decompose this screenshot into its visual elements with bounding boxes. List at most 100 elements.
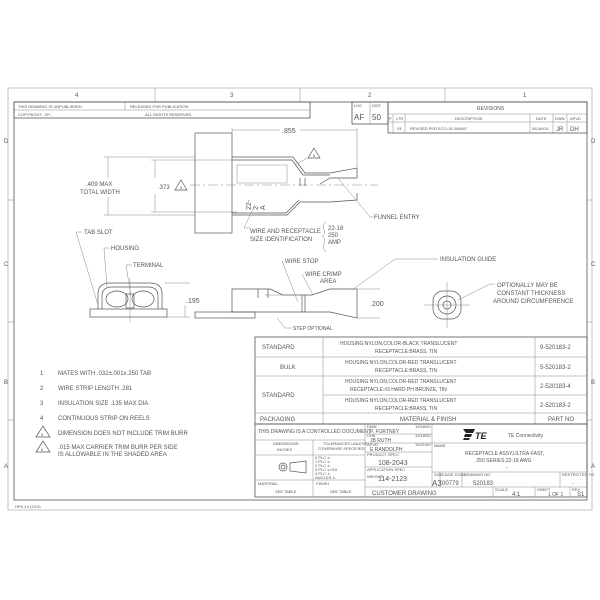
tolerance-row: ANGLES ±- bbox=[315, 475, 337, 480]
rev-label: REV bbox=[572, 487, 581, 492]
table-row: BULK HOUSING:NYLON,COLOR-RED TRANSLUCENT… bbox=[280, 360, 571, 374]
note-ref-6: 6 bbox=[313, 153, 316, 158]
terminal-label: TERMINAL bbox=[133, 263, 164, 269]
optional-note-2: CONSTANT THICKNESS bbox=[497, 291, 565, 297]
rev-header-description: DESCRIPTION bbox=[455, 116, 482, 121]
material-cell: RECEPTACLE:BRASS, TIN bbox=[375, 406, 437, 412]
funnel-entry-label: FUNNEL ENTRY bbox=[374, 215, 420, 221]
zone-col-4: 4 bbox=[75, 93, 79, 99]
zone-col-2: 2 bbox=[368, 93, 372, 99]
loc-label: LOC bbox=[354, 103, 362, 108]
size-value-series: 250 bbox=[328, 233, 339, 239]
drawn-by: P. FORTNEY bbox=[370, 429, 400, 435]
drawing-title-3: - bbox=[506, 465, 508, 471]
note-5-triangle-icon bbox=[35, 425, 51, 438]
parts-table: STANDARD HOUSING:NYLON,COLOR-BLACK TRANS… bbox=[254, 336, 588, 425]
upper-profile bbox=[232, 156, 358, 185]
funnel-end-view: OPTIONALLY MAY BE CONSTANT THICKNESS ARO… bbox=[424, 282, 573, 328]
size-stamp: 22- 2 A bbox=[246, 199, 267, 210]
note-num: 2 bbox=[40, 386, 44, 392]
wire-crimp-area-label: AREA bbox=[320, 279, 336, 285]
drawn-date: 10/18/00 bbox=[415, 424, 431, 429]
part-no-cell: 2-520183-4 bbox=[540, 384, 571, 390]
tolerance-row: 3 PLC ±.010 bbox=[315, 467, 338, 472]
tolerance-row: 0 PLC ±- bbox=[315, 455, 331, 460]
stamp-line-2: 2 bbox=[253, 206, 260, 210]
table-row: HOUSING:NYLON,COLOR-RED TRANSLUCENT RECE… bbox=[345, 398, 571, 412]
optional-note-3: AROUND CIRCUMFERENCE bbox=[493, 299, 573, 305]
approved-by: E RANDOLPH bbox=[370, 447, 403, 453]
part-no-cell: 5-520183-2 bbox=[540, 365, 571, 371]
material-cell: RECEPTACLE:BRASS, TIN bbox=[375, 349, 437, 355]
dim-side: .200 bbox=[370, 301, 384, 308]
zone-ticks bbox=[8, 88, 592, 421]
customer-drawing-label: CUSTOMER DRAWING bbox=[372, 491, 437, 497]
wire-crimp-label: WIRE CRIMP bbox=[305, 272, 342, 278]
table-row: STANDARD HOUSING:NYLON,COLOR-BLACK TRANS… bbox=[262, 341, 571, 355]
scale-value: 4:1 bbox=[512, 492, 521, 498]
zone-row-a-right: A bbox=[591, 464, 595, 470]
optional-note-1: OPTIONALLY MAY BE bbox=[497, 283, 558, 289]
checked-by: JB RUTH bbox=[370, 438, 392, 444]
note-text-cont: IS ALLOWABLE IN THE SHADED AREA bbox=[58, 452, 167, 458]
te-logo: TE bbox=[463, 429, 487, 441]
wire-stop-label: WIRE STOP bbox=[285, 259, 319, 265]
material-cell: RECEPTACLE:BRASS, TIN bbox=[375, 368, 437, 374]
note-num: 4 bbox=[40, 416, 44, 422]
finish-label: FINISH bbox=[316, 481, 329, 486]
packaging-cell: STANDARD bbox=[262, 345, 295, 351]
stamp-line-3: A bbox=[260, 205, 267, 210]
note-num: 3 bbox=[40, 401, 44, 407]
zone-row-d-right: D bbox=[591, 139, 596, 145]
tolerances-label-1: TOLERANCES UNLESS bbox=[323, 441, 367, 446]
rights-note: ALL RIGHTS RESERVED. bbox=[145, 112, 192, 117]
rev-header-p: P bbox=[389, 116, 392, 121]
product-spec-label: PRODUCT SPEC bbox=[367, 452, 399, 457]
rev-date: 06JAN15 bbox=[532, 126, 549, 131]
top-view: .855 .409 MAX TOTAL WIDTH .373 5 6 22- 2… bbox=[80, 128, 420, 253]
restricted-value: - bbox=[572, 481, 574, 487]
size-value-awg: 22-18 bbox=[328, 226, 344, 232]
header-notes-box: THIS DRAWING IS UNPUBLISHED. COPYRIGHT -… bbox=[13, 101, 311, 119]
sheet-value: 1 OF 1 bbox=[548, 492, 564, 498]
material-value: SEE TABLE bbox=[275, 489, 297, 494]
dim-height: .195 bbox=[186, 298, 200, 305]
dim-width-max: .409 MAX bbox=[86, 182, 112, 188]
cage-code: 00779 bbox=[442, 481, 459, 487]
material-cell: HOUSING:NYLON,COLOR-BLACK TRANSLUCENT bbox=[340, 341, 457, 347]
step-optional-label: STEP OPTIONAL bbox=[293, 326, 333, 332]
dim-inner: .373 bbox=[158, 185, 170, 191]
dist-value: 50 bbox=[372, 113, 381, 122]
zone-col-1: 1 bbox=[523, 93, 527, 99]
application-spec: 114-2123 bbox=[378, 476, 407, 483]
size-id-label-1: WIRE AND RECEPTACLE bbox=[250, 229, 321, 235]
rev-header-dwn: DWN bbox=[555, 116, 565, 121]
dimensions-label: DIMENSIONS: bbox=[273, 441, 299, 446]
drawing-title-2: .250 SERIES,22-18 AWG bbox=[475, 458, 532, 464]
cage-code-label: CAGE CODE bbox=[442, 472, 466, 477]
title-block: THIS DRAWING IS A CONTROLLED DOCUMENT. D… bbox=[254, 423, 594, 498]
material-cell: RECEPTACLE:#3 HARD PH BRONZE, TIN bbox=[350, 387, 447, 393]
insulation-guide-label: INSULATION GUIDE bbox=[440, 257, 496, 263]
revision-row: S1 REVISED PER ECO-15-008407 06JAN15 JR … bbox=[397, 126, 579, 133]
copyright-note: COPYRIGHT - BY - bbox=[18, 112, 54, 117]
header-material: MATERIAL & FINISH bbox=[400, 417, 456, 423]
size-label: SIZE bbox=[434, 472, 443, 477]
released-note: RELEASED FOR PUBLICATION bbox=[130, 104, 188, 109]
zone-col-3: 3 bbox=[230, 93, 234, 99]
name-label: NAME bbox=[434, 443, 446, 448]
stamp-line-1: 22- bbox=[246, 199, 253, 210]
rev-description: REVISED PER ECO-15-008407 bbox=[410, 126, 468, 131]
size-value-amp: AMP bbox=[328, 240, 341, 246]
material-cell: HOUSING:NYLON,COLOR-RED TRANSLUCENT bbox=[345, 360, 457, 366]
chk-label: CHK bbox=[367, 433, 376, 438]
approved-date: 10/21/00 bbox=[415, 442, 431, 447]
drawing-number: 520183 bbox=[473, 481, 494, 487]
tolerance-row: 1 PLC ±- bbox=[315, 459, 331, 464]
rev-ltr: S1 bbox=[397, 126, 403, 131]
note-text: INSULATION SIZE .135 MAX DIA bbox=[58, 401, 148, 407]
size-id-label-2: SIZE IDENTIFICATION bbox=[250, 237, 312, 243]
tab-slot-label: TAB SLOT bbox=[84, 230, 113, 236]
